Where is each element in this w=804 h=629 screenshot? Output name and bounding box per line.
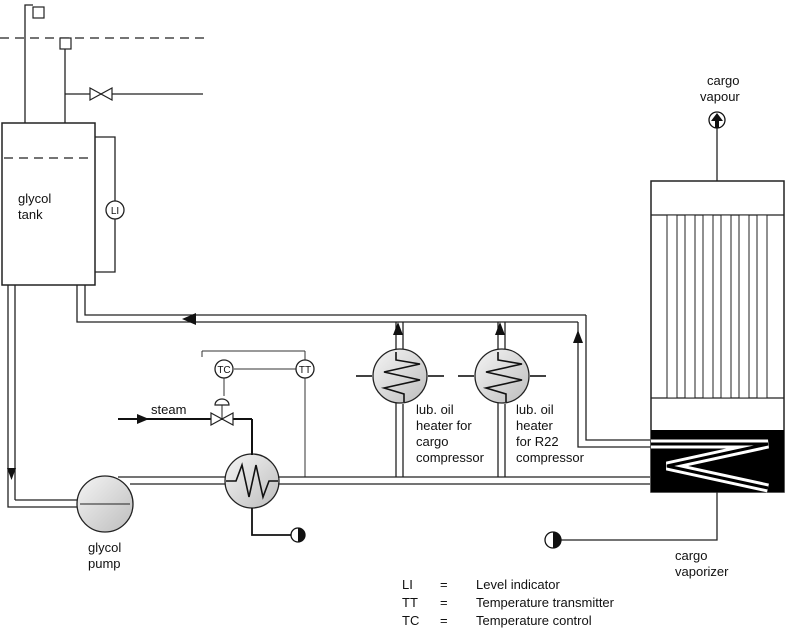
heater-r22-label-line2: heater xyxy=(516,418,554,433)
vaporizer-tubes xyxy=(666,214,768,399)
legend-abbr-tc: TC xyxy=(402,613,419,628)
li-label: LI xyxy=(111,206,119,217)
flow-arrow-left-icon xyxy=(182,313,196,325)
legend-text-tc: Temperature control xyxy=(476,613,592,628)
steam-flow-arrow-icon xyxy=(137,414,149,424)
return-pipe xyxy=(76,285,586,325)
legend-abbr-tt: TT xyxy=(402,595,418,610)
glycol-tank-label-line1: glycol xyxy=(18,191,51,206)
steam-label: steam xyxy=(151,402,186,417)
heater-r22-label-line3: for R22 xyxy=(516,434,559,449)
heater-r22-label-line1: lub. oil xyxy=(516,402,554,417)
legend-eq-li: = xyxy=(440,577,448,592)
heater-cargo-label-line2: heater for xyxy=(416,418,472,433)
lub-oil-heater-r22-compressor: lub. oil heater for R22 compressor xyxy=(458,322,585,477)
level-indicator: LI xyxy=(95,136,125,273)
steam-heater xyxy=(224,453,280,509)
steam-control-valve-icon xyxy=(210,398,234,427)
legend-eq-tc: = xyxy=(440,613,448,628)
heater-r22-label-line4: compressor xyxy=(516,450,585,465)
flow-arrow-up-icon xyxy=(573,330,583,343)
glycol-tank: glycol tank xyxy=(1,122,96,286)
legend-eq-tt: = xyxy=(440,595,448,610)
heater-cargo-label-line4: compressor xyxy=(416,450,485,465)
legend-text-tt: Temperature transmitter xyxy=(476,595,615,610)
steam-line: steam xyxy=(118,398,253,455)
pump-discharge-pipe xyxy=(118,476,228,485)
cargo-vapour-label-line2: vapour xyxy=(700,89,740,104)
cargo-vapour-outlet: cargo vapour xyxy=(700,73,740,181)
cargo-vaporizer xyxy=(650,180,785,493)
glycol-pump: glycol pump xyxy=(76,475,134,571)
tt-label: TT xyxy=(299,365,311,376)
cargo-vapour-label-line1: cargo xyxy=(707,73,740,88)
heater-cargo-label-line1: lub. oil xyxy=(416,402,454,417)
cargo-liquid-inlet: cargo vaporizer xyxy=(544,492,729,579)
lub-oil-heater-cargo-compressor: lub. oil heater for cargo compressor xyxy=(356,322,485,477)
temperature-control-loop: TC TT xyxy=(201,350,315,477)
cargo-vaporizer-label-line2: vaporizer xyxy=(675,564,729,579)
supply-pipe xyxy=(278,476,650,485)
legend-abbr-li: LI xyxy=(402,577,413,592)
glycol-pump-label-line2: pump xyxy=(88,556,121,571)
vaporizer-outlet-pipe xyxy=(573,315,650,448)
heater-cargo-label-line3: cargo xyxy=(416,434,449,449)
legend-text-li: Level indicator xyxy=(476,577,560,592)
legend: LI = Level indicator TT = Temperature tr… xyxy=(402,577,615,628)
tank-outlet-pipe xyxy=(7,285,88,508)
vent-valve-icon xyxy=(89,86,113,102)
glycol-pump-label-line1: glycol xyxy=(88,540,121,555)
flow-arrow-down-icon xyxy=(7,468,16,480)
cargo-vaporizer-label-line1: cargo xyxy=(675,548,708,563)
condensate-outlet xyxy=(251,508,306,543)
tc-label: TC xyxy=(217,365,230,376)
tank-vent-pipe xyxy=(0,4,205,123)
glycol-tank-label-line2: tank xyxy=(18,207,43,222)
